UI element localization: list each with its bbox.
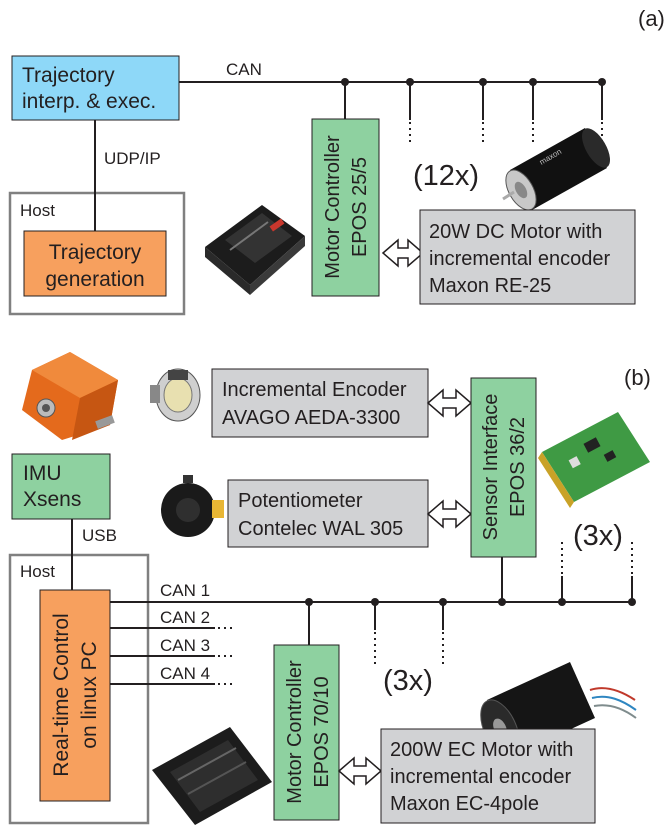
host-box-a	[8, 191, 186, 316]
motor-b-line1: 200W EC Motor with	[390, 739, 573, 761]
trajectory-generation-box	[23, 230, 167, 297]
imu-line2: Xsens	[23, 488, 81, 511]
can-1-label: CAN 1	[160, 581, 210, 600]
generation-box-line2: generation	[45, 268, 144, 291]
generation-box-line1: Trajectory	[49, 241, 142, 264]
motor-b-line3: Maxon EC-4pole	[390, 793, 539, 815]
multiplier-12x: (12x)	[413, 160, 479, 192]
controller-b-line2: EPOS 70/10	[311, 676, 333, 787]
trajectory-box-line2: interp. & exec.	[22, 90, 156, 113]
bus-junction-dots-b	[305, 598, 636, 606]
imu-box	[11, 453, 111, 520]
motor-controller-box-a	[311, 118, 380, 297]
dc-motor-image: maxon	[502, 128, 610, 211]
controller-b-line1: Motor Controller	[284, 660, 306, 804]
encoder-line2: AVAGO AEDA-3300	[222, 407, 400, 429]
potentiometer-box	[227, 479, 429, 548]
can-3-label: CAN 3	[160, 636, 210, 655]
double-arrow-b	[337, 756, 383, 786]
can-4-label: CAN 4	[160, 664, 210, 683]
controller-a-line2: EPOS 25/5	[349, 157, 371, 257]
motor-a-line1: 20W DC Motor with	[429, 221, 602, 243]
udp-ip-label: UDP/IP	[104, 149, 161, 168]
motor-a-line3: Maxon RE-25	[429, 275, 551, 297]
usb-label: USB	[82, 526, 117, 545]
encoder-box	[211, 368, 429, 438]
sensor-line1: Sensor Interface	[480, 394, 502, 541]
panel-b-label: (b)	[624, 365, 651, 390]
sensor-interface-box	[470, 377, 537, 558]
motor-b-line2: incremental encoder	[390, 766, 572, 788]
potentiometer-image	[161, 475, 224, 537]
bus-continuation-dots-b	[218, 542, 633, 685]
dc-motor-box	[419, 209, 636, 305]
encoder-line1: Incremental Encoder	[222, 379, 407, 401]
potentiometer-line2: Contelec WAL 305	[238, 518, 403, 540]
motor-a-line2: incremental encoder	[429, 248, 611, 270]
realtime-line1: Real-time Control	[50, 613, 73, 776]
motor-controller-box-b	[273, 644, 340, 821]
potentiometer-line1: Potentiometer	[238, 490, 363, 512]
imu-line1: IMU	[23, 462, 62, 485]
host-box-b	[8, 553, 150, 825]
host-label-b: Host	[20, 562, 55, 581]
epos-36-board-image	[538, 412, 650, 508]
trajectory-box-line1: Trajectory	[22, 64, 115, 87]
double-arrow-encoder	[426, 388, 473, 418]
epos-25-board-image	[205, 205, 305, 295]
controller-a-line1: Motor Controller	[322, 135, 344, 279]
can-2-label: CAN 2	[160, 608, 210, 627]
encoder-image	[150, 368, 201, 422]
realtime-line2: on linux PC	[78, 641, 101, 748]
panel-a-label: (a)	[638, 6, 665, 31]
epos-70-board-image	[152, 727, 272, 825]
sensor-line2: EPOS 36/2	[507, 417, 529, 517]
multiplier-3x-motor: (3x)	[383, 665, 433, 697]
host-label-a: Host	[20, 201, 55, 220]
multiplier-3x-sensor: (3x)	[573, 520, 623, 552]
bus-junction-dots-a	[341, 78, 606, 86]
ec-motor-box	[380, 728, 596, 824]
can-label-a: CAN	[226, 60, 262, 79]
double-arrow-potentiometer	[426, 499, 473, 529]
realtime-control-box	[39, 589, 111, 802]
trajectory-interp-box	[11, 55, 180, 121]
imu-xsens-image	[22, 352, 118, 440]
double-arrow-a	[381, 238, 425, 268]
